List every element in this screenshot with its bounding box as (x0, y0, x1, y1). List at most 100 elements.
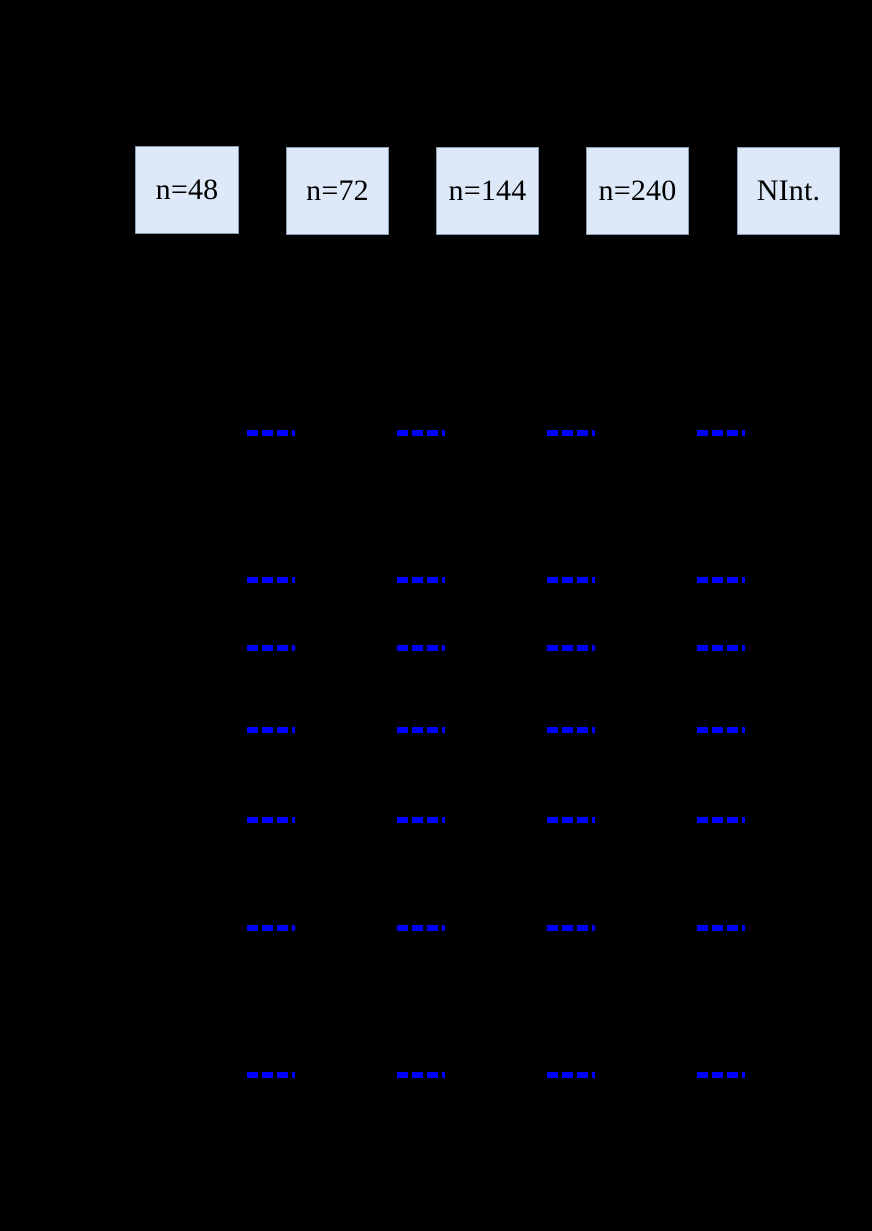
dashed-mark (397, 925, 449, 931)
dashed-mark (247, 430, 299, 436)
dash-segment (547, 430, 558, 436)
dash-segment (397, 1072, 408, 1078)
dashed-mark (397, 577, 449, 583)
dash-segment (247, 430, 258, 436)
dashed-mark (247, 727, 299, 733)
dashed-mark (547, 577, 599, 583)
dash-segment (427, 1072, 438, 1078)
dash-segment (592, 577, 595, 583)
dashed-mark (547, 1072, 599, 1078)
legend-box-3[interactable]: n=144 (436, 147, 539, 235)
dash-segment (247, 925, 258, 931)
dash-segment (412, 1072, 423, 1078)
dash-segment (412, 727, 423, 733)
dash-segment (247, 645, 258, 651)
dash-segment (262, 577, 273, 583)
dash-segment (592, 1072, 595, 1078)
dash-segment (697, 1072, 708, 1078)
dash-segment (262, 1072, 273, 1078)
dash-segment (427, 925, 438, 931)
dash-segment (712, 727, 723, 733)
dash-segment (592, 925, 595, 931)
dashed-mark (697, 727, 749, 733)
legend-box-label: n=72 (306, 174, 369, 207)
dash-segment (697, 645, 708, 651)
dash-segment (277, 1072, 288, 1078)
dash-segment (292, 645, 295, 651)
dash-segment (727, 430, 738, 436)
dash-segment (442, 925, 445, 931)
dash-segment (727, 817, 738, 823)
dashed-mark (697, 1072, 749, 1078)
dash-segment (292, 577, 295, 583)
dash-segment (412, 925, 423, 931)
dash-segment (727, 1072, 738, 1078)
legend-box-4[interactable]: n=240 (586, 147, 689, 235)
dashed-mark (397, 645, 449, 651)
dash-segment (262, 727, 273, 733)
dash-segment (592, 645, 595, 651)
dash-segment (397, 577, 408, 583)
dashed-mark (397, 817, 449, 823)
dash-segment (592, 817, 595, 823)
dash-segment (442, 817, 445, 823)
dash-segment (697, 430, 708, 436)
dash-segment (547, 577, 558, 583)
dash-segment (277, 727, 288, 733)
legend-box-label: n=144 (448, 174, 527, 207)
dash-segment (742, 1072, 745, 1078)
dash-segment (562, 817, 573, 823)
dash-segment (247, 817, 258, 823)
legend-box-2[interactable]: n=72 (286, 147, 389, 235)
dashed-mark (697, 430, 749, 436)
dash-segment (292, 430, 295, 436)
dash-segment (577, 430, 588, 436)
dashed-mark (247, 925, 299, 931)
dash-segment (547, 727, 558, 733)
dash-segment (427, 817, 438, 823)
dashed-mark (247, 817, 299, 823)
dashed-mark (697, 925, 749, 931)
dashed-mark (247, 645, 299, 651)
dash-segment (277, 577, 288, 583)
legend-box-label: n=240 (598, 174, 677, 207)
dash-segment (277, 430, 288, 436)
dash-segment (727, 645, 738, 651)
dash-segment (712, 1072, 723, 1078)
dash-segment (577, 1072, 588, 1078)
dash-segment (442, 727, 445, 733)
dash-segment (592, 430, 595, 436)
dash-segment (397, 430, 408, 436)
dash-segment (397, 925, 408, 931)
dashed-mark (397, 727, 449, 733)
dash-segment (547, 1072, 558, 1078)
dash-segment (247, 577, 258, 583)
dashed-mark (397, 1072, 449, 1078)
dash-segment (262, 925, 273, 931)
dash-segment (292, 1072, 295, 1078)
dash-segment (412, 645, 423, 651)
dash-segment (427, 577, 438, 583)
dash-segment (262, 645, 273, 651)
dash-segment (727, 577, 738, 583)
dash-segment (577, 817, 588, 823)
dash-segment (412, 817, 423, 823)
dash-segment (712, 577, 723, 583)
dash-segment (727, 727, 738, 733)
dash-segment (742, 925, 745, 931)
dash-segment (562, 925, 573, 931)
legend-box-1[interactable]: n=48 (135, 146, 239, 234)
dash-segment (427, 727, 438, 733)
dash-segment (577, 925, 588, 931)
dash-segment (562, 645, 573, 651)
dash-segment (562, 430, 573, 436)
dashed-mark (547, 430, 599, 436)
legend-box-5[interactable]: NInt. (737, 147, 840, 235)
dash-segment (442, 430, 445, 436)
dash-segment (697, 925, 708, 931)
dash-segment (412, 577, 423, 583)
dash-segment (442, 1072, 445, 1078)
dashed-mark (547, 645, 599, 651)
